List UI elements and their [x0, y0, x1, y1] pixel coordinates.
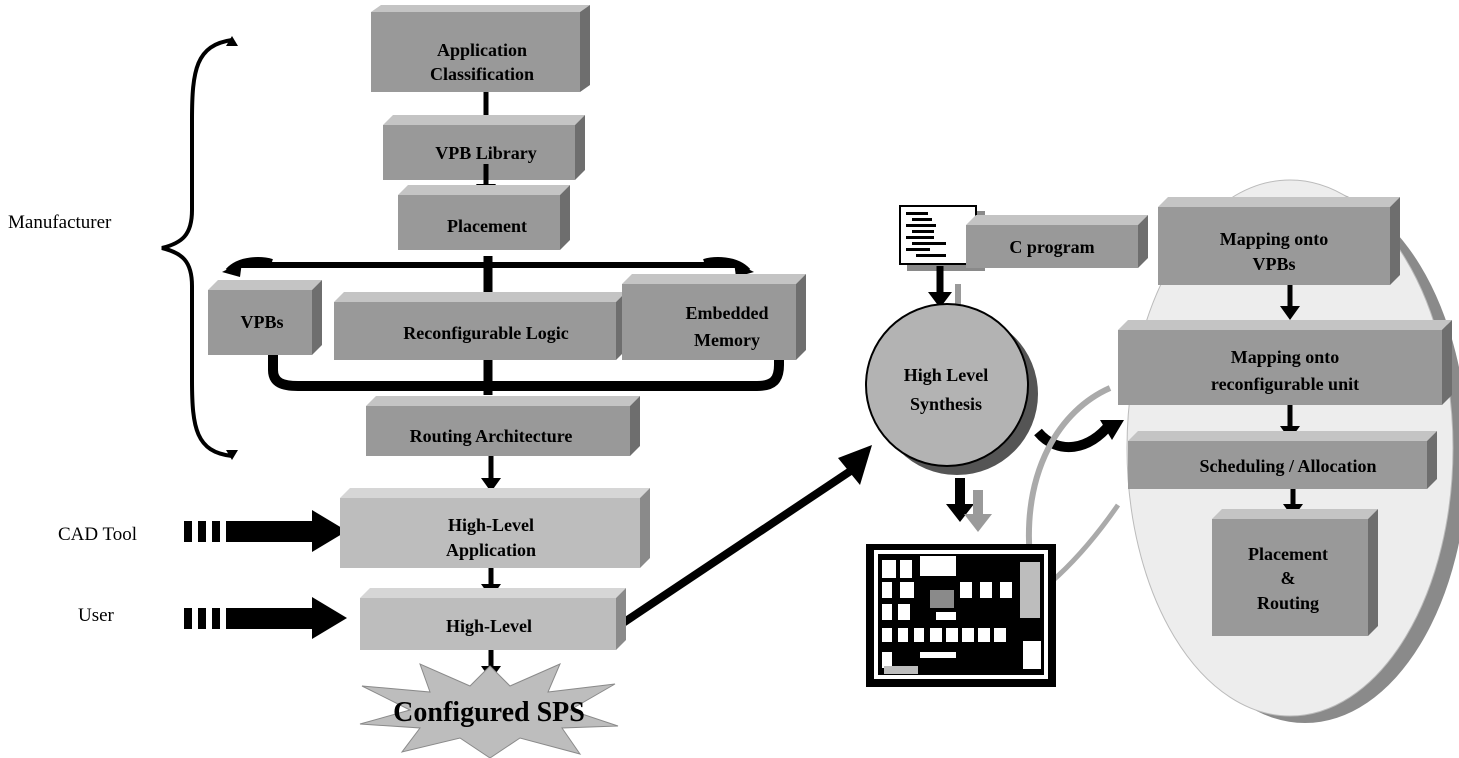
placement-routing-box: Placement & Routing [1212, 509, 1378, 636]
placement-label: Placement [447, 216, 527, 236]
embedded-label: Embedded [685, 303, 768, 323]
scheduling-label: Scheduling / Allocation [1199, 456, 1376, 476]
high-level-synthesis-circle: High Level Synthesis [865, 303, 1038, 475]
placement-box: Placement [398, 185, 570, 250]
high-level-label: High-Level [446, 616, 532, 636]
cad-tool-label: CAD Tool [58, 524, 137, 545]
classification-label: Classification [430, 64, 534, 84]
cad-tool-input-arrow [184, 510, 347, 552]
high-level-box: High-Level [360, 588, 626, 650]
to-hls-arrow [617, 464, 858, 629]
high-level-application-box: High-Level Application [340, 488, 650, 568]
user-label: User [78, 605, 115, 626]
mapping-vpbs-box: Mapping onto VPBs [1158, 197, 1400, 285]
high-level-synthesis-label-2: Synthesis [910, 394, 982, 414]
placement-label-2: Placement [1248, 544, 1328, 564]
manufacturer-brace [161, 38, 233, 458]
embedded-memory-box: Embedded Memory [622, 274, 806, 360]
user-input-arrow [184, 597, 347, 639]
mapping-reconfigurable-box: Mapping onto reconfigurable unit [1118, 320, 1452, 405]
reconfigurable-logic-box: Reconfigurable Logic [334, 292, 626, 360]
vpbs-label: VPBs [240, 312, 283, 332]
configured-sps-label: Configured SPS [393, 697, 585, 728]
routing-architecture-label: Routing Architecture [410, 426, 573, 446]
application-label-2: Application [446, 540, 536, 560]
configured-sps-starburst: Configured SPS [359, 663, 619, 758]
routing-architecture-box: Routing Architecture [366, 396, 640, 456]
mapping-reconfigurable-label-1: Mapping onto [1231, 347, 1340, 367]
ampersand-label: & [1281, 568, 1296, 588]
high-level-synthesis-label-1: High Level [904, 365, 989, 385]
vpb-library-label: VPB Library [435, 143, 537, 163]
c-program-label: C program [1009, 237, 1094, 257]
vpb-library-box: VPB Library [383, 115, 585, 180]
mapping-vpbs-label-2: VPBs [1252, 254, 1295, 274]
manufacturer-label: Manufacturer [8, 212, 112, 233]
chip-layout-image [866, 544, 1056, 687]
mapping-vpbs-label-1: Mapping onto [1220, 229, 1329, 249]
scheduling-allocation-box: Scheduling / Allocation [1128, 431, 1437, 489]
feedback-arrow-dark [1034, 420, 1114, 453]
merge-connector [268, 350, 784, 391]
reconfigurable-logic-label: Reconfigurable Logic [403, 323, 568, 343]
vpbs-box: VPBs [208, 280, 322, 355]
c-program-box: C program [966, 215, 1148, 268]
high-level-label-1: High-Level [448, 515, 534, 535]
mapping-reconfigurable-label-2: reconfigurable unit [1211, 374, 1359, 394]
application-label: Application [437, 40, 527, 60]
memory-label: Memory [694, 330, 760, 350]
application-classification-box: Application Classification [371, 5, 590, 92]
feedback-arrow-gray-1 [1026, 385, 1112, 561]
routing-label: Routing [1257, 593, 1319, 613]
